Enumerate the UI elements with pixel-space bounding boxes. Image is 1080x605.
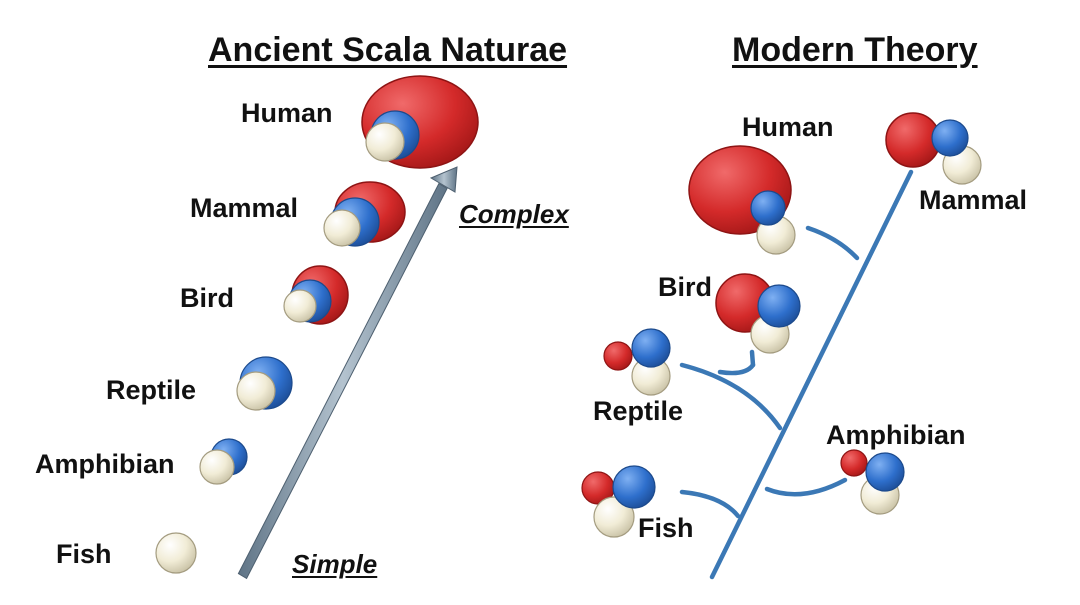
brain-human-right <box>688 145 796 255</box>
branch-amphibian <box>764 477 848 497</box>
brain-amphibian-right <box>840 449 905 515</box>
label-bird-left: Bird <box>180 283 234 313</box>
brain-mammal-right <box>885 112 982 185</box>
brain-mammal-left <box>323 181 406 247</box>
brain-human-left <box>361 75 479 169</box>
brain-bird-right <box>715 273 801 354</box>
label-mammal-left: Mammal <box>190 193 299 223</box>
brain-reptile-left <box>236 356 293 411</box>
brain-amphibian-left <box>199 438 248 485</box>
branch-reptile-bird-fork <box>717 362 756 376</box>
label-mammal-right: Mammal <box>919 185 1028 215</box>
right-panel-title: Modern Theory <box>732 31 978 69</box>
ladder-arrow <box>237 166 458 580</box>
label-reptile-left: Reptile <box>106 375 197 405</box>
axis-complex-label: Complex <box>459 199 569 229</box>
label-human-left: Human <box>241 98 333 128</box>
tree-trunk <box>709 169 914 580</box>
brain-fish-left <box>155 532 197 574</box>
branch-reptile <box>679 362 783 431</box>
label-amphibian-right: Amphibian <box>826 420 966 450</box>
brain-bird-left <box>283 265 349 325</box>
label-amphibian-left: Amphibian <box>35 449 175 479</box>
branch-human <box>805 225 860 261</box>
label-reptile-right: Reptile <box>593 396 684 426</box>
axis-simple-label: Simple <box>292 549 378 579</box>
label-fish-left: Fish <box>56 539 112 569</box>
brain-reptile-right <box>603 328 671 396</box>
left-panel-title: Ancient Scala Naturae <box>208 31 568 69</box>
brain-fish-right <box>581 465 656 538</box>
label-fish-right: Fish <box>638 513 694 543</box>
label-bird-right: Bird <box>658 272 712 302</box>
branch-fish <box>679 489 741 519</box>
evolution-tree <box>679 169 914 580</box>
label-human-right: Human <box>742 112 834 142</box>
